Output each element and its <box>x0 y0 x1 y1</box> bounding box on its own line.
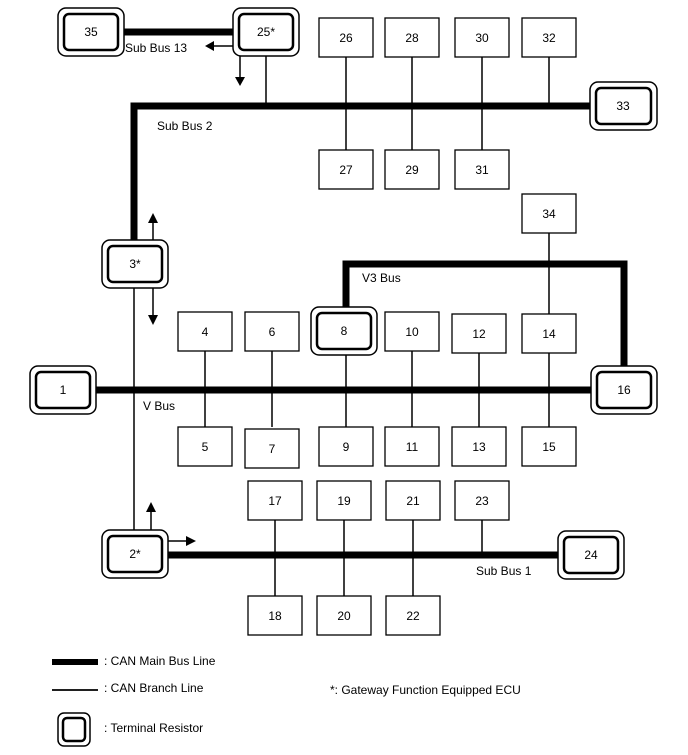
ecu-label-1: 1 <box>60 383 67 397</box>
main-bus-lines <box>95 28 628 559</box>
ecu-5[interactable] <box>177 426 233 467</box>
ecu-3[interactable] <box>101 239 169 289</box>
bus-labels: Sub Bus 13 Sub Bus 2 V3 Bus V Bus Sub Bu… <box>125 41 532 578</box>
ecu-22[interactable] <box>385 595 441 636</box>
v3-bus-label: V3 Bus <box>362 271 401 285</box>
ecu-28[interactable] <box>384 17 440 58</box>
v3-bus-line <box>342 260 628 367</box>
ecu-33[interactable] <box>589 81 658 131</box>
ecu-15[interactable] <box>521 426 577 467</box>
ecu-label-5: 5 <box>202 440 209 454</box>
ecu-label-28: 28 <box>405 31 419 45</box>
ecu-23[interactable] <box>454 480 510 521</box>
arrowhead-3-down <box>148 315 158 325</box>
ecu-26[interactable] <box>318 17 374 58</box>
ecu-label-18: 18 <box>268 609 282 623</box>
ecu-25[interactable] <box>232 7 300 57</box>
ecu-34[interactable] <box>521 193 577 234</box>
legend: : CAN Main Bus Line : CAN Branch Line : … <box>52 654 521 747</box>
ecu-label-31: 31 <box>475 163 489 177</box>
ecu-label-26: 26 <box>339 31 353 45</box>
arrowhead-2-right <box>186 536 196 546</box>
ecu-35[interactable] <box>57 7 125 57</box>
ecu-8[interactable] <box>310 306 378 356</box>
ecu-4[interactable] <box>177 311 233 352</box>
ecu-label-13: 13 <box>472 440 486 454</box>
sub-bus-13-label: Sub Bus 13 <box>125 41 187 55</box>
ecu-label-4: 4 <box>202 325 209 339</box>
ecu-14[interactable] <box>521 313 577 354</box>
ecu-label-2: 2* <box>129 547 141 561</box>
arrowhead-3-up <box>148 213 158 223</box>
ecu-labels: 35 25* 26 28 30 32 33 27 29 31 34 3* 4 6… <box>60 25 631 623</box>
v-bus-label: V Bus <box>143 399 175 413</box>
ecu-label-8: 8 <box>341 324 348 338</box>
ecu-label-14: 14 <box>542 327 556 341</box>
ecu-label-35: 35 <box>84 25 98 39</box>
sub-bus-1-label: Sub Bus 1 <box>476 564 532 578</box>
sub-bus-2-label: Sub Bus 2 <box>157 119 213 133</box>
ecu-13[interactable] <box>451 426 507 467</box>
ecu-1[interactable] <box>29 365 97 415</box>
ecu-label-25: 25* <box>257 25 275 39</box>
ecu-label-23: 23 <box>475 494 489 508</box>
arrowhead-25-down <box>235 77 245 86</box>
plain-ecus <box>177 17 577 636</box>
ecu-label-9: 9 <box>343 440 350 454</box>
ecu-label-24: 24 <box>584 548 598 562</box>
legend-terminal-label: : Terminal Resistor <box>104 721 203 735</box>
ecu-24[interactable] <box>557 530 625 580</box>
ecu-27[interactable] <box>318 149 374 190</box>
ecu-label-19: 19 <box>337 494 351 508</box>
ecu-label-30: 30 <box>475 31 489 45</box>
ecu-16[interactable] <box>590 365 658 415</box>
ecu-9[interactable] <box>318 426 374 467</box>
ecu-label-12: 12 <box>472 327 486 341</box>
ecu-30[interactable] <box>454 17 510 58</box>
legend-main-bus-label: : CAN Main Bus Line <box>104 654 216 668</box>
ecu-label-6: 6 <box>269 325 276 339</box>
ecu-label-29: 29 <box>405 163 419 177</box>
ecu-label-27: 27 <box>339 163 353 177</box>
sub-bus-2-line <box>130 102 590 241</box>
arrowhead-2-up <box>146 502 156 512</box>
ecu-11[interactable] <box>384 426 440 467</box>
ecu-label-3: 3* <box>129 257 141 271</box>
ecu-10[interactable] <box>384 311 440 352</box>
ecu-18[interactable] <box>247 595 303 636</box>
ecu-label-32: 32 <box>542 31 556 45</box>
ecu-7[interactable] <box>244 428 300 469</box>
ecu-label-17: 17 <box>268 494 282 508</box>
ecu-31[interactable] <box>454 149 510 190</box>
gateway-note: *: Gateway Function Equipped ECU <box>330 683 521 697</box>
ecu-label-10: 10 <box>405 325 419 339</box>
ecu-label-21: 21 <box>406 494 420 508</box>
ecu-label-22: 22 <box>406 609 420 623</box>
ecu-label-7: 7 <box>269 442 276 456</box>
ecu-6[interactable] <box>244 311 300 352</box>
ecu-label-16: 16 <box>617 383 631 397</box>
ecu-20[interactable] <box>316 595 372 636</box>
ecu-29[interactable] <box>384 149 440 190</box>
arrowhead-25-left <box>205 41 214 51</box>
ecu-label-15: 15 <box>542 440 556 454</box>
ecu-2[interactable] <box>101 529 169 579</box>
ecu-21[interactable] <box>385 480 441 521</box>
legend-terminal-swatch <box>57 712 91 747</box>
ecu-19[interactable] <box>316 480 372 521</box>
ecu-label-11: 11 <box>406 440 419 454</box>
terminal-ecus <box>29 7 658 580</box>
legend-branch-label: : CAN Branch Line <box>104 681 204 695</box>
ecu-32[interactable] <box>521 17 577 58</box>
ecu-12[interactable] <box>451 313 507 354</box>
ecu-label-20: 20 <box>337 609 351 623</box>
ecu-label-33: 33 <box>616 99 630 113</box>
ecu-17[interactable] <box>247 480 303 521</box>
arrow-heads <box>146 41 245 546</box>
ecu-label-34: 34 <box>542 207 556 221</box>
